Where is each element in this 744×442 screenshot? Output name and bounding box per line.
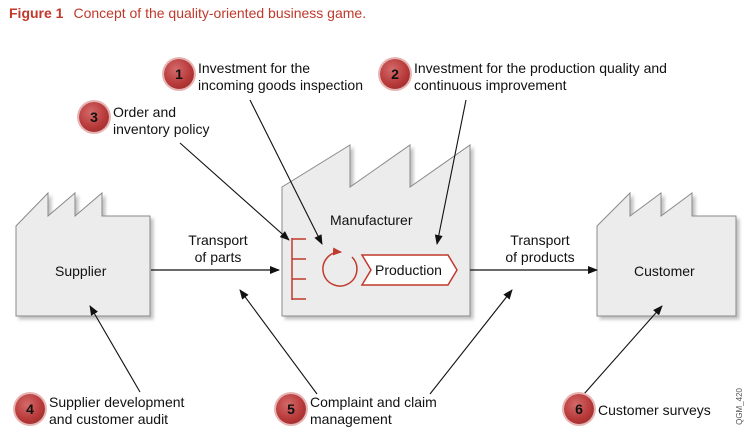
lever-6-arrow — [583, 305, 663, 395]
lever-1-badge: 1 — [164, 59, 194, 89]
lever-5-line2: management — [310, 411, 392, 427]
lever-4-arrow — [89, 305, 141, 393]
lever-5b-arrow — [429, 289, 513, 395]
lever-3-arrow — [179, 142, 290, 241]
lever-2-badge: 2 — [380, 59, 410, 89]
transport-products-line1: Transport — [510, 232, 570, 248]
manufacturer-label: Manufacturer — [330, 212, 413, 228]
lever-5-badge: 5 — [276, 394, 306, 424]
lever-3-text: Order and inventory policy — [113, 104, 210, 138]
transport-parts-line2: of parts — [194, 249, 242, 265]
inventory-symbol — [291, 238, 306, 300]
lever-1-line1: Investment for the — [198, 60, 311, 76]
side-code: QGM_420 — [735, 388, 744, 425]
lever-4-line1: Supplier development — [49, 394, 185, 410]
lever-4-line2: and customer audit — [49, 411, 169, 427]
transport-parts-line1: Transport — [188, 232, 248, 248]
customer-factory-shape — [596, 191, 737, 317]
lever-4-badge: 4 — [15, 394, 45, 424]
lever-5-text: Complaint and claim management — [310, 394, 437, 428]
lever-5a-arrow — [239, 289, 318, 395]
lever-1-line2: incoming goods inspection — [198, 77, 363, 93]
supplier-factory-shape — [15, 191, 151, 317]
lever-2-line1: Investment for the production quality an… — [414, 60, 667, 76]
lever-3-badge: 3 — [79, 102, 109, 132]
lever-5-line1: Complaint and claim — [310, 394, 437, 410]
lever-3-line1: Order and — [113, 104, 177, 120]
lever-2-text: Investment for the production quality an… — [414, 60, 667, 94]
lever-6-line1: Customer surveys — [598, 402, 711, 418]
production-chevron-shape — [360, 254, 458, 286]
lever-2-arrow — [434, 99, 467, 245]
lever-4-text: Supplier development and customer audit — [49, 394, 184, 428]
transport-products-line2: of products — [505, 249, 575, 265]
figure-label: Figure 1 — [9, 5, 64, 21]
manufacturer-factory-shape — [281, 144, 471, 317]
supplier-label: Supplier — [55, 263, 107, 279]
lever-1-text: Investment for the incoming goods inspec… — [198, 60, 363, 94]
figure-caption: Figure 1 Concept of the quality-oriented … — [9, 5, 366, 21]
figure-title: Concept of the quality-oriented business… — [73, 5, 367, 21]
transport-products-label: Transport of products — [495, 232, 585, 266]
customer-label: Customer — [634, 263, 695, 279]
production-label: Production — [375, 262, 442, 278]
lever-6-badge: 6 — [564, 394, 594, 424]
transport-parts-label: Transport of parts — [183, 232, 253, 266]
lever-2-line2: continuous improvement — [414, 77, 567, 93]
lever-1-arrow — [249, 99, 323, 245]
lever-3-line2: inventory policy — [113, 121, 210, 137]
lever-6-text: Customer surveys — [598, 402, 711, 419]
cycle-icon — [322, 247, 358, 287]
